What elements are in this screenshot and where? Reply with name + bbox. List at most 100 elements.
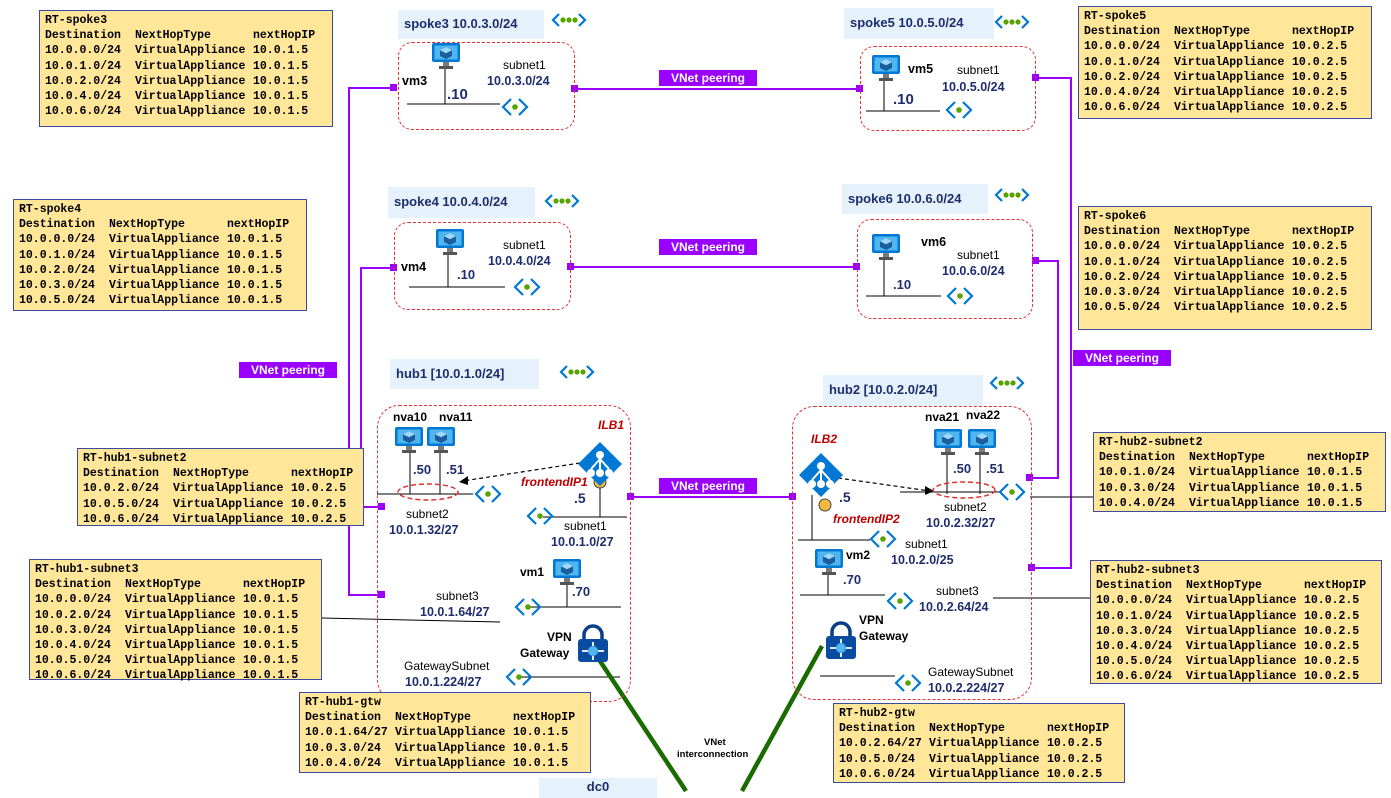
next-hop-type-cell: VirtualAppliance [125,639,236,653]
next-hop-ip-cell: 10.0.2.5 [1292,286,1348,300]
next-hop-ip-cell: 10.0.2.5 [1304,624,1360,638]
next-hop-ip-cell: 10.0.2.5 [1292,86,1348,100]
hub2-gateway-subnet-prefix: 10.0.2.224/27 [928,681,1005,695]
hub1-vpn-gateway-icon [577,624,609,668]
destination-cell: Destination [839,722,915,736]
peering-label-hub1-hub2: VNet peering [659,478,758,494]
destination-cell: 10.0.2.0/24 [35,608,111,622]
hub2-frontend-ip: frontendIP2 [833,512,900,526]
destination-cell: Destination [1084,25,1160,39]
hub1-vm-ip: .70 [572,584,591,599]
next-hop-type-cell: VirtualAppliance [125,623,236,637]
hub2-ilb-ip: .5 [839,489,851,505]
destination-cell: 10.0.0.0/24 [1084,40,1160,54]
next-hop-type-cell: VirtualAppliance [135,90,246,104]
hub2-subnet3-name: subnet3 [936,584,979,598]
peering-label-hub1-spokes: VNet peering [239,362,338,378]
destination-cell: 10.0.1.64/27 [305,726,388,740]
next-hop-ip-cell: 10.0.2.5 [291,512,347,526]
next-hop-type-cell: VirtualAppliance [1174,55,1285,69]
route-table-row: 10.0.0.0/24 VirtualAppliance 10.0.2.5 [1084,39,1366,54]
next-hop-ip-cell: nextHopIP [291,467,354,481]
destination-cell: 10.0.5.0/24 [19,294,95,308]
destination-cell: 10.0.3.0/24 [1099,481,1175,495]
next-hop-type-cell: VirtualAppliance [395,756,506,770]
hub2-nva-a-ip: .50 [953,461,972,476]
destination-cell: 10.0.6.0/24 [1096,670,1172,684]
destination-cell: Destination [305,711,381,725]
subnet-icon [473,483,503,510]
vnet-icon [544,193,580,214]
next-hop-type-cell: VirtualAppliance [173,512,284,526]
spoke4-vm-name: vm4 [401,260,427,274]
next-hop-type-cell: VirtualAppliance [1189,466,1300,480]
vm2-icon [814,548,844,581]
hub2-vpn-label-line1: VPN [859,613,884,627]
hub2-nva-b-ip: .51 [986,461,1005,476]
hub2-subnet2-prefix: 10.0.2.32/27 [926,516,996,530]
vnet-label-spoke3: spoke3 10.0.3.0/24 [398,10,544,39]
next-hop-ip-cell: 10.0.1.5 [227,248,283,262]
destination-cell: 10.0.2.64/27 [839,737,922,751]
peering-line-hub1-spoke4 [360,267,394,508]
hub2-nva-a-name: nva21 [925,410,960,424]
next-hop-type-cell: VirtualAppliance [1174,70,1285,84]
hub1-gateway-subnet-name: GatewaySubnet [404,659,490,673]
next-hop-type-cell: VirtualAppliance [1174,86,1285,100]
nva10-icon [394,426,424,459]
next-hop-type-cell: NextHopType [1189,451,1265,465]
next-hop-type-cell: VirtualAppliance [1174,40,1285,54]
next-hop-type-cell: VirtualAppliance [1174,101,1285,115]
destination-cell: 10.0.6.0/24 [1084,101,1160,115]
next-hop-ip-cell: 10.0.2.5 [1292,40,1348,54]
destination-cell: 10.0.4.0/24 [1099,496,1175,510]
next-hop-ip-cell: 10.0.2.5 [291,497,347,511]
destination-cell: 10.0.6.0/24 [83,512,159,526]
spoke3-vm-name: vm3 [402,74,428,88]
next-hop-ip-cell: nextHopIP [243,578,306,592]
next-hop-type-cell: VirtualAppliance [1186,655,1297,669]
vm5-icon [871,54,901,87]
next-hop-ip-cell: 10.0.2.5 [1292,255,1348,269]
hub1-ilb-ip: .5 [574,490,586,506]
route-table-title: RT-hub1-subnet3 [35,563,139,576]
destination-cell: 10.0.2.0/24 [45,74,121,88]
next-hop-type-cell: VirtualAppliance [109,248,220,262]
vm1-icon [552,558,582,591]
destination-cell: 10.0.0.0/24 [35,593,111,607]
hub2-vm-ip: .70 [843,572,862,587]
destination-cell: 10.0.3.0/24 [305,741,381,755]
destination-cell: 10.0.6.0/24 [839,767,915,781]
spoke5-subnet-name: subnet1 [957,63,1000,77]
next-hop-type-cell: NextHopType [1174,225,1250,239]
route-table-title: RT-hub2-subnet2 [1099,436,1203,449]
destination-cell: 10.0.0.0/24 [1096,594,1172,608]
destination-cell: 10.0.5.0/24 [35,654,111,668]
next-hop-ip-cell: 10.0.1.5 [227,279,283,293]
next-hop-type-cell: VirtualAppliance [125,608,236,622]
vnet-label-hub1: hub1 [10.0.1.0/24] [390,359,539,389]
hub1-subnet3-prefix: 10.0.1.64/27 [420,605,490,619]
next-hop-ip-cell: 10.0.1.5 [227,233,283,247]
destination-cell: 10.0.2.0/24 [19,263,95,277]
hub2-gateway-subnet-name: GatewaySubnet [928,665,1014,679]
next-hop-ip-cell: 10.0.2.5 [1304,594,1360,608]
